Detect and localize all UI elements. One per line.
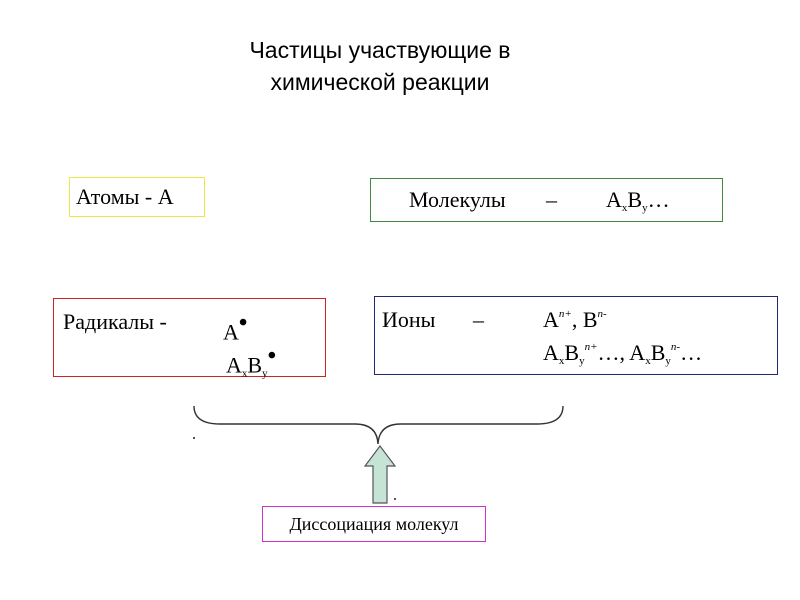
radicals-formula-2: AxBy•	[226, 342, 276, 380]
stray-dot	[193, 437, 195, 439]
ions-label: Ионы	[382, 307, 436, 332]
formula-b: B	[564, 340, 580, 365]
radicals-label: Радикалы -	[63, 309, 167, 334]
formula-a: A	[223, 319, 239, 345]
curly-brace	[193, 405, 564, 445]
stray-dot	[394, 498, 396, 500]
formula-sub-y: y	[579, 354, 585, 367]
formula-ellipsis: …	[680, 340, 703, 365]
title-line-2: химической реакции	[270, 69, 490, 95]
radical-dot: •	[238, 309, 248, 336]
formula-sub-x: x	[558, 354, 565, 367]
formula-sub-y: y	[665, 354, 671, 367]
charge-plus: n+	[584, 341, 598, 354]
formula-b: B	[247, 352, 263, 378]
ions-formula-2: AxByn+…, AxByn-…	[543, 340, 702, 367]
charge-minus: n-	[670, 341, 681, 354]
formula-ellipsis: …	[647, 187, 670, 212]
formula-b: B	[627, 187, 643, 212]
molecules-label: Молекулы	[409, 187, 506, 212]
formula-a: A	[543, 340, 559, 365]
up-arrow-icon	[363, 445, 397, 504]
formula-sub-x: x	[645, 354, 651, 367]
formula-sub-x: x	[241, 367, 248, 380]
formula-sub-y: y	[262, 367, 268, 380]
formula-a: A	[606, 187, 622, 212]
title-line-1: Частицы участвующие в	[249, 37, 511, 63]
charge-minus: n-	[597, 308, 607, 321]
page-title: Частицы участвующие в химической реакции	[180, 34, 580, 98]
radicals-formula-1: A•	[223, 309, 247, 346]
radical-dot: •	[267, 342, 277, 369]
formula-sub-y: y	[642, 201, 648, 214]
formula-separator: …, A	[597, 340, 646, 365]
formula-b: B	[650, 340, 666, 365]
ions-box: Ионы – An+, Bn- AxByn+…, AxByn-…	[374, 296, 778, 375]
ions-dash: –	[473, 307, 484, 332]
atoms-text: Атомы - А	[76, 184, 174, 209]
atoms-box: Атомы - А	[69, 177, 205, 217]
dissociation-box: Диссоциация молекул	[262, 506, 486, 542]
molecules-formula: AxBy…	[606, 179, 670, 229]
molecules-dash: –	[546, 187, 557, 212]
formula-a: A	[226, 352, 242, 378]
radicals-box: Радикалы - A• AxBy•	[53, 298, 326, 380]
formula-b: , B	[571, 307, 598, 332]
charge-plus: n+	[558, 308, 572, 321]
formula-a: A	[543, 307, 559, 332]
formula-sub-x: x	[621, 201, 628, 214]
ions-formula-1: An+, Bn-	[543, 307, 607, 333]
dissociation-text: Диссоциация молекул	[289, 514, 459, 534]
molecules-box: Молекулы – AxBy…	[370, 178, 723, 222]
